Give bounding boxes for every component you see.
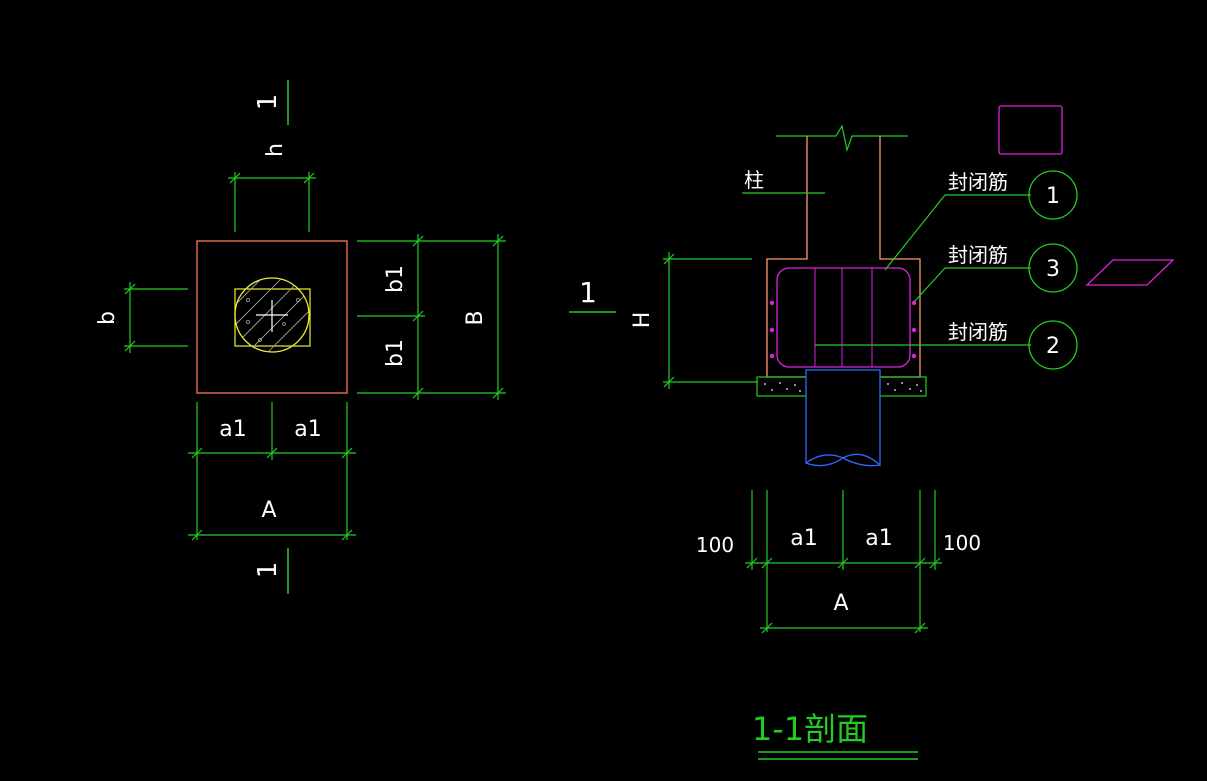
dim-section-a1-left-label: a1 — [790, 526, 817, 551]
pile-circle-plan — [234, 277, 310, 353]
dim-a1-left-label: a1 — [219, 417, 246, 442]
pile-cap-outline-plan — [196, 240, 348, 394]
section-view: 柱 1 H — [569, 105, 1175, 760]
section-mark-bottom-label: 1 — [253, 562, 283, 579]
callout-number-3: 3 — [1046, 257, 1060, 282]
dim-b-label: b — [95, 311, 120, 325]
dim-cover-right-label: 100 — [943, 531, 981, 555]
cushion-layer-dots — [764, 382, 922, 392]
rebar-dots-plan — [246, 298, 300, 342]
dim-B-lines — [357, 234, 506, 400]
callout-circle-1 — [1028, 170, 1078, 220]
rebar-label-1: 封闭筋 — [948, 170, 1008, 194]
rebar-label-2: 封闭筋 — [948, 320, 1008, 344]
rebar-dots-section — [769, 300, 917, 359]
section-mark-top-label: 1 — [253, 94, 283, 111]
dim-b1-lower-label: b1 — [383, 339, 408, 367]
column-label: 柱 — [744, 168, 764, 192]
dim-H-lines — [663, 252, 758, 389]
rebar-label-3: 封闭筋 — [948, 243, 1008, 267]
rebar-cage — [776, 267, 911, 368]
dim-H-label: H — [630, 312, 655, 329]
magenta-box-symbol — [998, 105, 1063, 155]
dim-A-lines — [188, 402, 356, 541]
dim-a1-right-label: a1 — [294, 417, 321, 442]
plan-view: 1 1 h b — [95, 80, 506, 594]
callout-number-2: 2 — [1046, 334, 1060, 359]
dim-b1-upper-label: b1 — [383, 265, 408, 293]
dim-b-lines — [124, 282, 188, 353]
dim-section-A-label: A — [833, 591, 848, 616]
section-title: 1-1剖面 — [752, 710, 868, 748]
callout-circle-2 — [1028, 320, 1078, 370]
pile-center-cross — [256, 300, 288, 332]
callout-number-1: 1 — [1046, 184, 1060, 209]
section-title-underline — [758, 751, 918, 760]
magenta-parallelogram-symbol — [1085, 259, 1175, 286]
rebar-vertical-bars — [814, 268, 873, 367]
dim-h-label: h — [263, 143, 288, 157]
section-mark-label: 1 — [579, 276, 597, 309]
callout-circle-3 — [1028, 243, 1078, 293]
rebar-leaders — [815, 194, 1031, 346]
column-cap-outline-section — [766, 136, 921, 378]
pile-section — [805, 369, 881, 467]
dim-cover-left-label: 100 — [696, 533, 734, 557]
column-break-line — [776, 124, 908, 153]
dim-section-a1-right-label: a1 — [865, 526, 892, 551]
dim-B-label: B — [463, 310, 488, 325]
dim-section-A-lines — [745, 490, 942, 634]
dim-h-lines — [228, 172, 316, 232]
dim-A-label: A — [261, 498, 276, 523]
